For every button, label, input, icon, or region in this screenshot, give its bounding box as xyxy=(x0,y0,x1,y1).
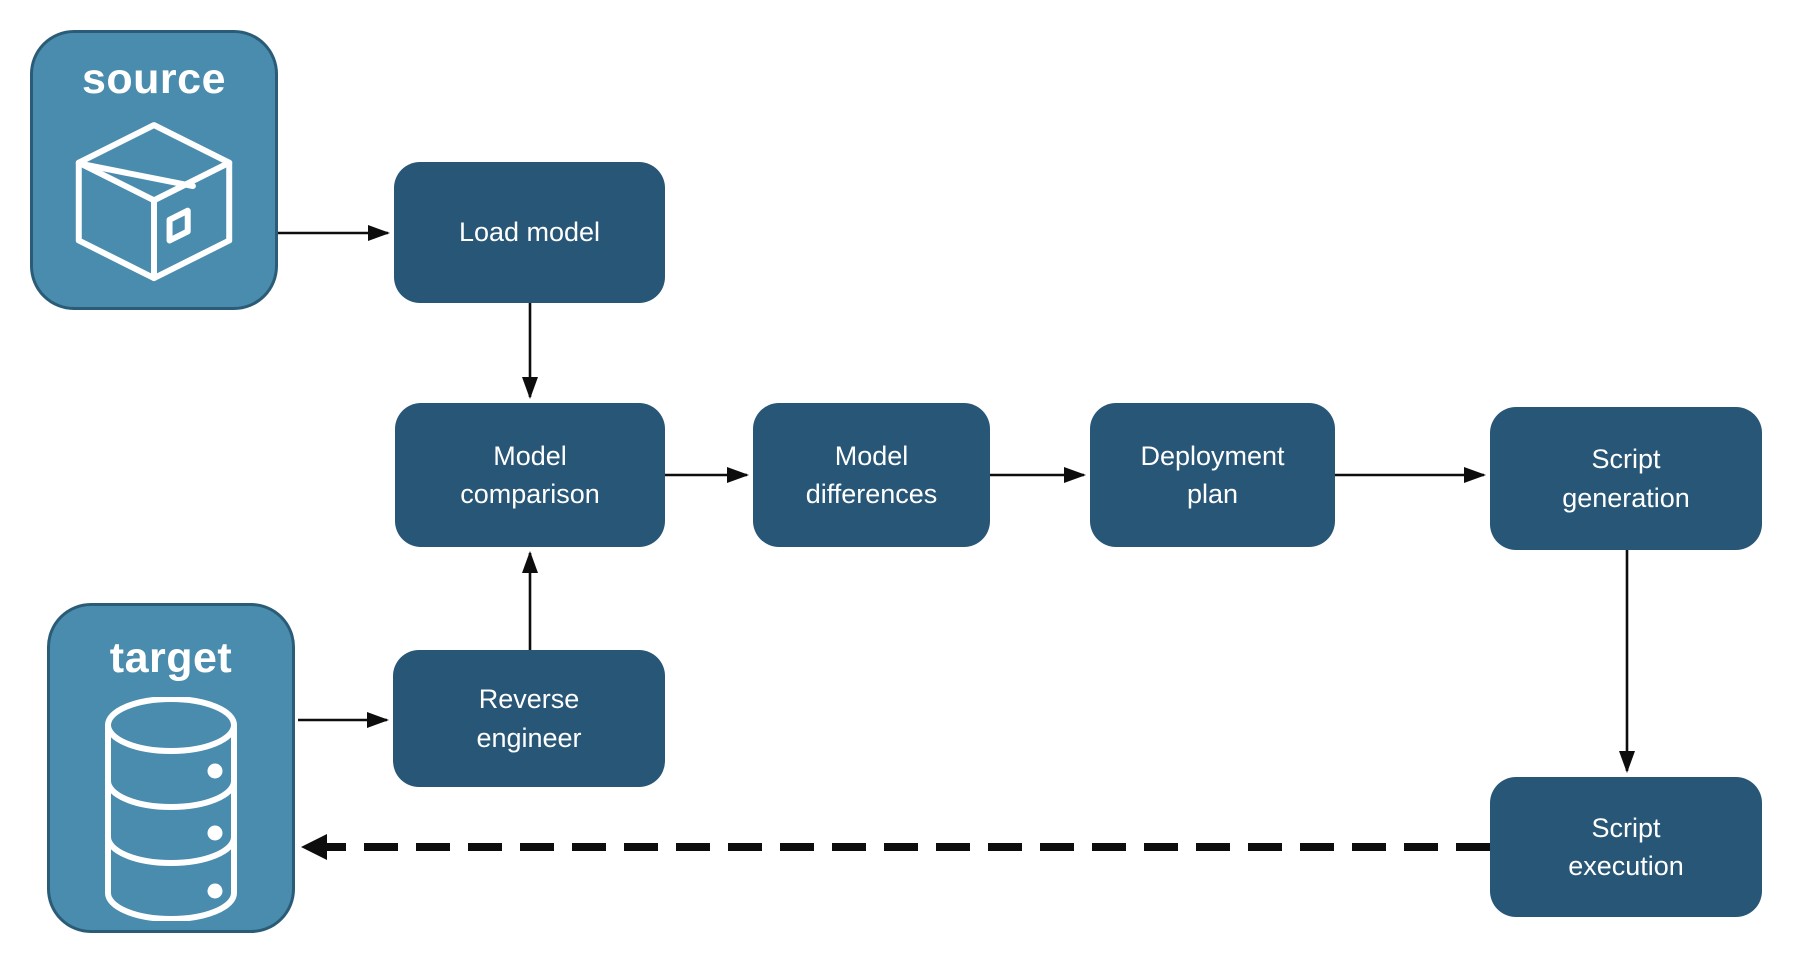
node-model-differences-label: Model differences xyxy=(805,440,938,509)
node-reverse-engineer: Reverse engineer xyxy=(393,650,665,787)
node-reverse-engineer-label: Reverse engineer xyxy=(476,684,582,753)
package-icon xyxy=(75,122,233,282)
endpoint-target-label: target xyxy=(109,634,233,682)
node-script-generation-label: Script generation xyxy=(1562,444,1690,513)
endpoint-source-label: source xyxy=(81,55,226,103)
node-model-comparison: Model comparison xyxy=(395,403,665,547)
node-deployment-plan-label: Deployment plan xyxy=(1140,440,1285,509)
node-model-comparison-label: Model comparison xyxy=(460,440,600,509)
node-load-model-label: Load model xyxy=(458,217,601,248)
node-script-execution-label: Script execution xyxy=(1568,812,1684,881)
node-script-generation: Script generation xyxy=(1490,407,1762,550)
node-model-differences: Model differences xyxy=(753,403,990,547)
node-deployment-plan: Deployment plan xyxy=(1090,403,1335,547)
endpoint-source: source xyxy=(30,30,278,310)
node-load-model: Load model xyxy=(394,162,665,303)
endpoint-target: target xyxy=(47,603,295,933)
database-icon xyxy=(105,697,237,921)
node-script-execution: Script execution xyxy=(1490,777,1762,917)
